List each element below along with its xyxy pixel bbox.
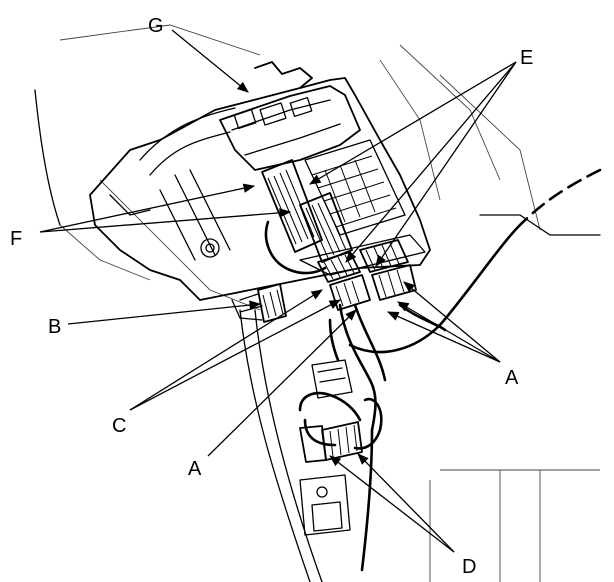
callout-b: B [48, 316, 61, 338]
connector-d [299, 421, 363, 463]
wire-dashed-right [518, 168, 602, 227]
callout-g: G [148, 15, 164, 37]
dashboard-structure [34, 24, 601, 582]
mounting-bracket [299, 474, 351, 536]
connector-e [317, 239, 409, 283]
callout-e: E [520, 47, 533, 69]
fuse-box [89, 61, 431, 301]
connector-b [231, 283, 287, 323]
callout-c: C [112, 415, 126, 437]
callout-a-left: A [188, 458, 202, 480]
wire-harness [264, 220, 447, 572]
callout-a-right: A [505, 367, 519, 389]
connector-f [261, 159, 353, 263]
wire-right [348, 223, 522, 354]
leader-lines [39, 29, 517, 553]
callout-f: F [10, 228, 22, 250]
relay-mid [311, 359, 353, 399]
callout-d: D [462, 556, 476, 578]
